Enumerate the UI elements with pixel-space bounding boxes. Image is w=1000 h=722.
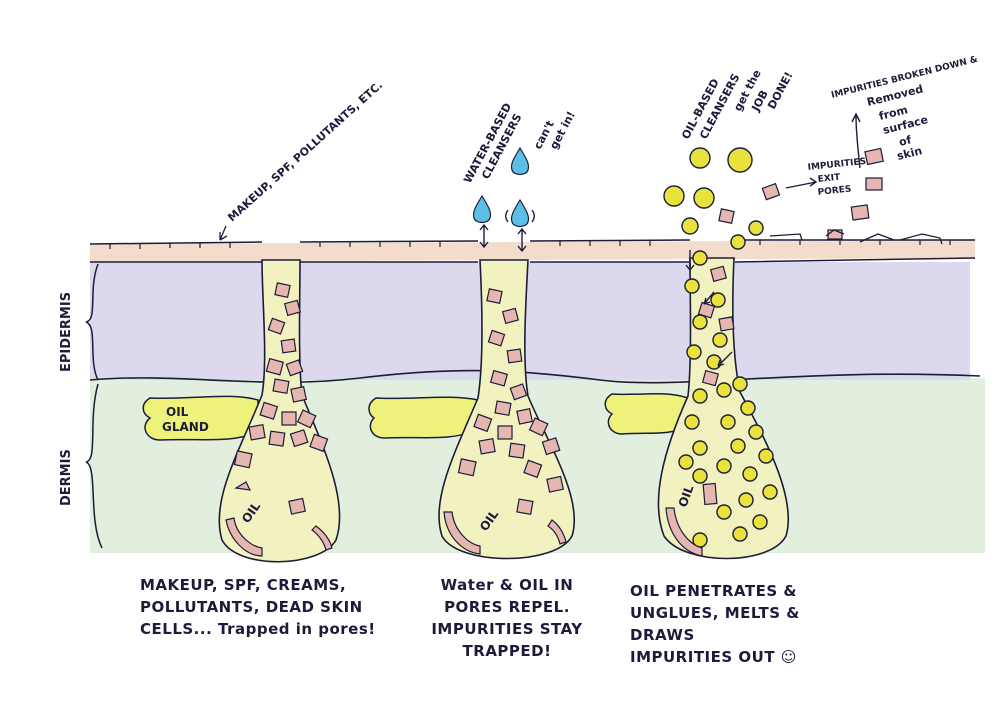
pore-3-impurities — [697, 208, 735, 506]
caption-pore-3: OIL PENETRATES & UNGLUES, MELTS & DRAWS … — [630, 582, 800, 666]
oil-gland-3 — [604, 392, 689, 435]
surface-ticks — [109, 240, 951, 249]
exit-note-line3: PORES — [817, 185, 852, 198]
caption-pore-1: MAKEUP, SPF, CREAMS, POLLUTANTS, DEAD SK… — [140, 576, 376, 638]
pore-2-residue — [443, 511, 567, 555]
epidermis-label: EPIDERMIS — [59, 292, 74, 372]
caption-pore-2: Water & OIL IN PORES REPEL. IMPURITIES S… — [431, 576, 583, 660]
exit-note-line2: EXIT — [817, 173, 841, 185]
oil-gland-label-2: GLAND — [162, 420, 209, 434]
water-drop-1 — [472, 194, 492, 224]
pore-3-shape — [657, 257, 790, 560]
makeup-pointer — [219, 225, 228, 241]
epidermis-layer — [90, 262, 970, 380]
pore-3-residue — [665, 507, 703, 557]
water-drop-2 — [510, 198, 530, 228]
water-repel-arrows — [479, 209, 535, 253]
water-drop-3 — [510, 146, 530, 176]
oil-note-line5: DONE! — [765, 70, 795, 112]
oil-gland-1 — [142, 395, 259, 441]
exiting-impurities — [761, 147, 884, 240]
surface-debris — [769, 229, 943, 245]
exit-note-line1: IMPURITIES — [807, 157, 866, 173]
dermis-label: DERMIS — [59, 449, 74, 506]
removed-note-line6: skin — [896, 144, 924, 163]
pore-1-residue — [225, 481, 333, 557]
dermis-bracket — [85, 383, 103, 549]
oil-gland-2 — [368, 396, 479, 439]
removed-arrow — [851, 112, 861, 169]
exit-arrow — [785, 177, 818, 189]
pore-1: OIL GLAND OIL — [142, 259, 341, 563]
oil-gland-label-1: OIL — [166, 405, 189, 419]
pore-1-shape — [218, 259, 341, 563]
makeup-note: MAKEUP, SPF, POLLUTANTS, ETC. — [225, 79, 385, 225]
pore-1-impurities — [233, 282, 329, 515]
pore-2: OIL WATER-BASED CLEANSERS can't get in! — [368, 101, 578, 560]
removed-note-line5: of — [898, 133, 913, 149]
epidermis-top-line — [90, 257, 976, 263]
skin-surface — [90, 240, 975, 262]
pore-3-flow-arrows — [685, 250, 733, 367]
epidermis-bracket — [85, 263, 99, 381]
pore-2-impurities — [457, 288, 564, 515]
surface-top-line — [89, 239, 975, 245]
oil-droplets — [663, 147, 778, 548]
